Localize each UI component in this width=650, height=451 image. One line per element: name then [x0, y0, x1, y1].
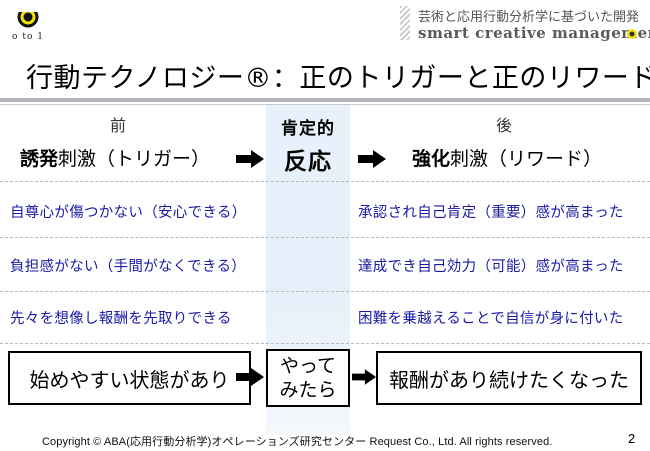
grid-line	[0, 181, 650, 182]
bottom-middle-box: やって みたら	[266, 349, 350, 407]
header-subtitle-jp: 芸術と応用行動分析学に基づいた開発	[418, 10, 640, 25]
row-1-right: 承認され自己肯定（重要）感が高まった	[358, 205, 624, 221]
grid-line	[0, 343, 650, 344]
reward-bold: 強化	[412, 148, 451, 170]
arrow-right-icon	[358, 150, 386, 168]
after-label: 後	[496, 116, 513, 135]
row-1-left: 自尊心が傷つかない（安心できる）	[10, 205, 247, 221]
bottom-middle-line1: やって	[279, 355, 337, 377]
row-2-right: 達成でき自己効力（可能）感が高まった	[358, 259, 624, 275]
reward-rest: 刺激（リワード）	[450, 148, 603, 170]
header-subtitle-en: smart creative management	[418, 24, 650, 42]
arrow-right-icon	[236, 368, 264, 386]
arrow-right-icon	[352, 369, 376, 385]
title-divider	[0, 98, 650, 102]
grid-line	[0, 237, 650, 238]
grid-line	[0, 104, 650, 105]
logo-text: o to 1	[12, 32, 44, 42]
header-dots-icon	[627, 29, 637, 39]
row-2-left: 負担感がない（手間がなくできる）	[10, 259, 247, 275]
bottom-left-box: 始めやすい状態があり	[8, 351, 251, 405]
row-3-left: 先々を想像し報酬を先取りできる	[10, 311, 232, 327]
trigger-bold: 誘発	[20, 148, 59, 170]
grid-line	[0, 291, 650, 292]
middle-label-bottom: 反応	[284, 149, 332, 175]
copyright-text: Copyright © ABA(応用行動分析学)オペレーションズ研究センター R…	[42, 436, 553, 448]
arrow-right-icon	[236, 150, 264, 168]
slide-title: 行動テクノロジー®：正のトリガーと正のリワード	[26, 63, 650, 94]
page-number: 2	[628, 431, 636, 446]
reward-label: 強化刺激（リワード）	[412, 144, 602, 171]
before-label: 前	[110, 116, 127, 135]
row-3-right: 困難を乗越えることで自信が身に付いた	[358, 311, 624, 327]
logo-circles-icon	[10, 6, 46, 28]
middle-label-top: 肯定的	[281, 119, 335, 139]
trigger-label: 誘発刺激（トリガー）	[20, 144, 210, 171]
company-logo: o to 1	[6, 6, 50, 46]
bottom-right-box: 報酬があり続けたくなった	[376, 351, 642, 405]
header-stripe	[400, 6, 410, 40]
bottom-middle-line2: みたら	[279, 379, 337, 401]
trigger-rest: 刺激（トリガー）	[58, 148, 211, 170]
